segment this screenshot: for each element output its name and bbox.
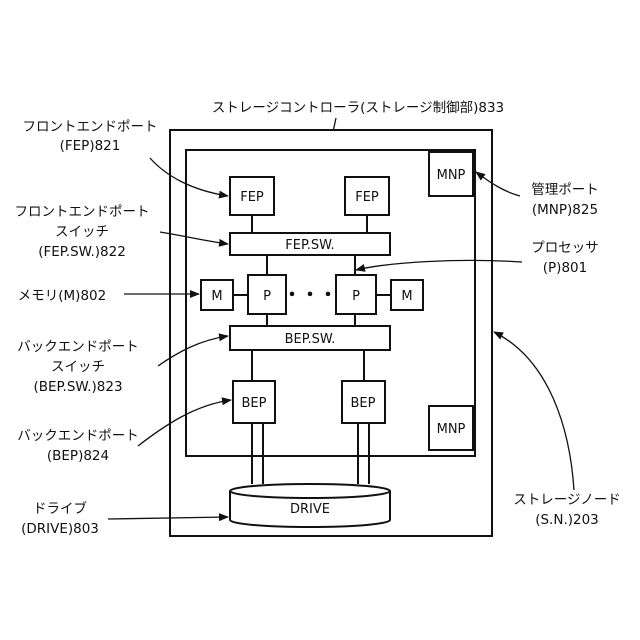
drive-label-line2: (DRIVE)803 xyxy=(21,521,99,537)
storage-node-leader xyxy=(494,332,574,490)
fep-switch-label-line2: スイッチ xyxy=(55,224,109,240)
fep-port-label-line1: フロントエンドポート xyxy=(23,119,158,135)
fep-label-left: FEP xyxy=(240,190,264,205)
memory-label: メモリ(M)802 xyxy=(18,288,106,304)
bep-port-label-line1: バックエンドポート xyxy=(17,428,139,444)
fep-switch-label-line1: フロントエンドポート xyxy=(15,204,150,220)
mnp-label-line2: (MNP)825 xyxy=(532,202,598,218)
processor-label-line2: (P)801 xyxy=(543,260,587,276)
mnp-label-bottom: MNP xyxy=(437,422,466,437)
fep-label-right: FEP xyxy=(355,190,379,205)
bep-label-right: BEP xyxy=(351,396,376,411)
bep-label-left: BEP xyxy=(242,396,267,411)
processor-label-right: P xyxy=(352,289,360,304)
mnp-label-top: MNP xyxy=(437,168,466,183)
storage-node-label-line2: (S.N.)203 xyxy=(535,512,599,528)
drive-label-line1: ドライブ xyxy=(33,500,87,517)
bep-switch-label-line3: (BEP.SW.)823 xyxy=(33,379,122,395)
memory-label-right: M xyxy=(401,289,412,304)
fep-switch-label: FEP.SW. xyxy=(285,238,334,253)
storage-node-label-line1: ストレージノード xyxy=(513,492,620,508)
bep-switch-label-line2: スイッチ xyxy=(51,359,105,375)
fep-switch-label-line3: (FEP.SW.)822 xyxy=(38,244,126,260)
processor-label-left: P xyxy=(263,289,271,304)
processor-ellipsis: ・・・ xyxy=(283,285,337,306)
controller-title: ストレージコントローラ(ストレージ制御部)833 xyxy=(212,100,504,116)
memory-label-left: M xyxy=(211,289,222,304)
bep-switch-label: BEP.SW. xyxy=(285,332,336,347)
bep-switch-label-line1: バックエンドポート xyxy=(17,339,139,355)
bep-port-label-line2: (BEP)824 xyxy=(47,448,109,464)
processor-label-line1: プロセッサ xyxy=(531,240,599,256)
mnp-label-line1: 管理ポート xyxy=(531,182,599,198)
drive-label: DRIVE xyxy=(290,502,330,517)
fep-port-label-line2: (FEP)821 xyxy=(60,138,121,154)
